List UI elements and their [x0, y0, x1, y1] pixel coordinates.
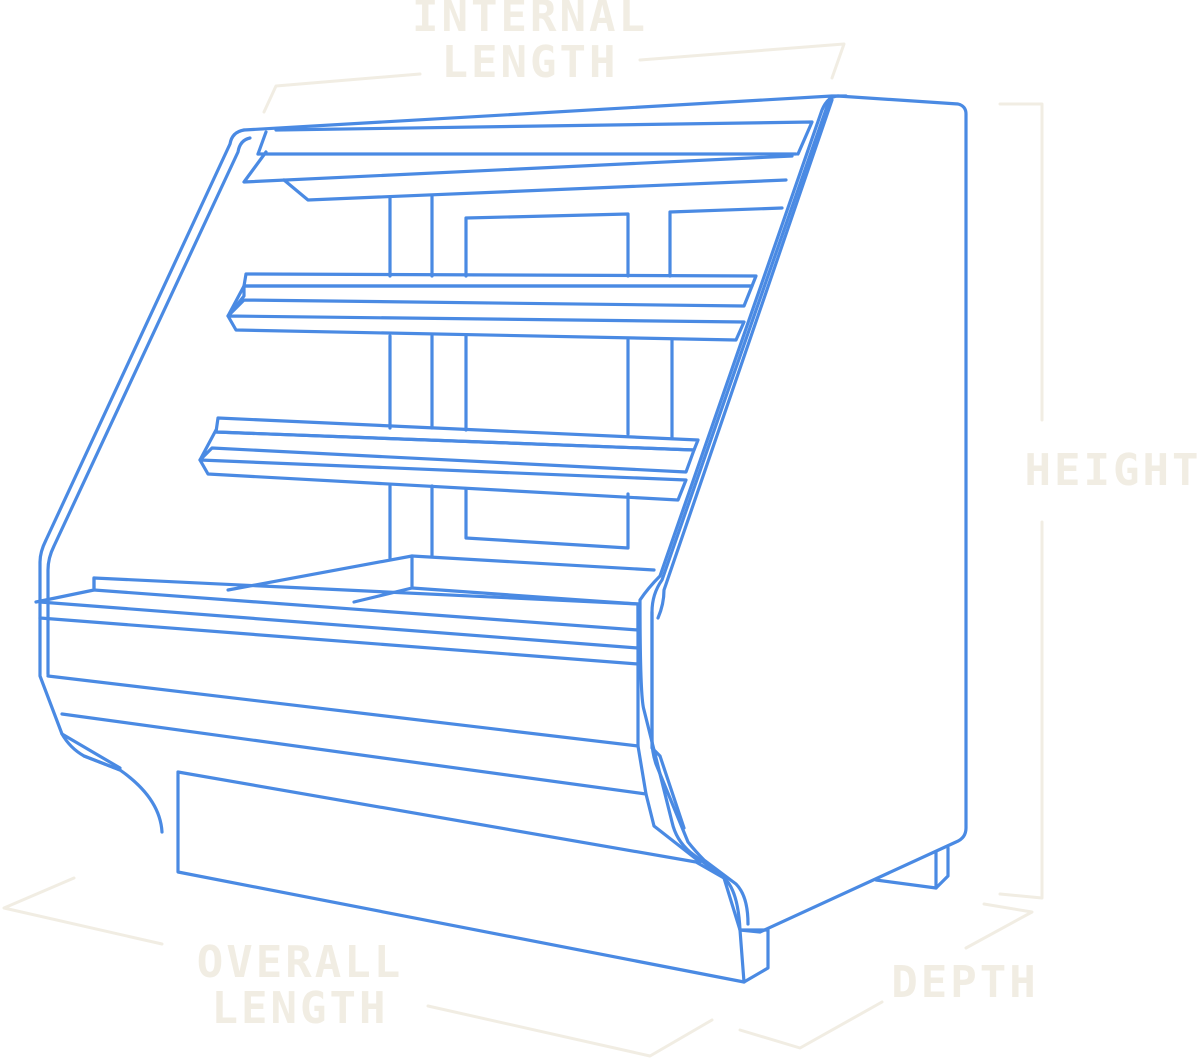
canopy-top — [242, 94, 848, 132]
canopy-left-inner — [46, 136, 252, 676]
canopy-front-upper — [274, 120, 814, 156]
front-right-edge — [636, 602, 702, 864]
shelf-upper-top — [242, 272, 758, 288]
depth-dimension-line-bottom — [738, 1000, 884, 1050]
internal-length-label-line-1: INTERNAL — [412, 0, 648, 42]
overall-length-label: OVERALL LENGTH — [150, 940, 450, 1032]
canopy-front-edge — [242, 150, 794, 184]
canopy-underside — [282, 178, 788, 202]
right-foot — [874, 846, 950, 890]
internal-length-label-line-2: LENGTH — [441, 37, 619, 88]
deck-front-lip-2 — [38, 616, 640, 666]
depth-dimension-line-top — [964, 902, 1034, 950]
shelf-middle-lip — [198, 458, 688, 502]
side-panel — [638, 94, 968, 934]
side-rail-lower — [650, 610, 686, 830]
deck-front-lip — [38, 600, 640, 650]
back-panel-upper — [464, 212, 630, 278]
canopy-bevel — [256, 130, 268, 156]
depth-label-text: DEPTH — [891, 957, 1039, 1008]
deck-front-face — [34, 576, 96, 604]
internal-length-dimension-line-left — [262, 72, 422, 114]
deck-back — [226, 554, 656, 592]
height-label-text: HEIGHT — [1024, 445, 1200, 496]
overall-length-dimension-line-right — [426, 1004, 714, 1058]
base-left-curve — [82, 754, 164, 834]
side-panel-inner-edge-2 — [656, 98, 834, 620]
kick-plate-side — [738, 928, 770, 984]
back-post-2 — [668, 206, 784, 278]
overall-length-label-line-1: OVERALL — [196, 937, 404, 988]
display-case-outline — [34, 94, 968, 984]
internal-length-label: INTERNAL LENGTH — [360, 0, 700, 86]
shelf-middle-front — [198, 428, 696, 474]
shelf-upper-lip — [226, 284, 746, 342]
base-upper-line — [46, 674, 640, 748]
depth-label: DEPTH — [880, 960, 1050, 1006]
side-panel-inner-edge — [650, 96, 832, 926]
back-panel-lower — [464, 488, 630, 550]
base-lower-line — [60, 712, 648, 796]
deck-front-rail — [92, 576, 640, 632]
base-left-inner — [60, 732, 122, 770]
canopy-left-rounding — [38, 128, 246, 772]
height-label: HEIGHT — [1018, 448, 1200, 494]
dimension-lines — [2, 42, 1044, 1058]
height-dimension-line-bottom — [998, 520, 1044, 900]
height-dimension-line-top — [998, 102, 1044, 422]
overall-length-label-line-2: LENGTH — [211, 983, 389, 1034]
internal-length-dimension-line-right — [638, 42, 846, 80]
shelf-upper-front — [226, 284, 754, 318]
overall-length-dimension-line-left — [2, 876, 164, 946]
